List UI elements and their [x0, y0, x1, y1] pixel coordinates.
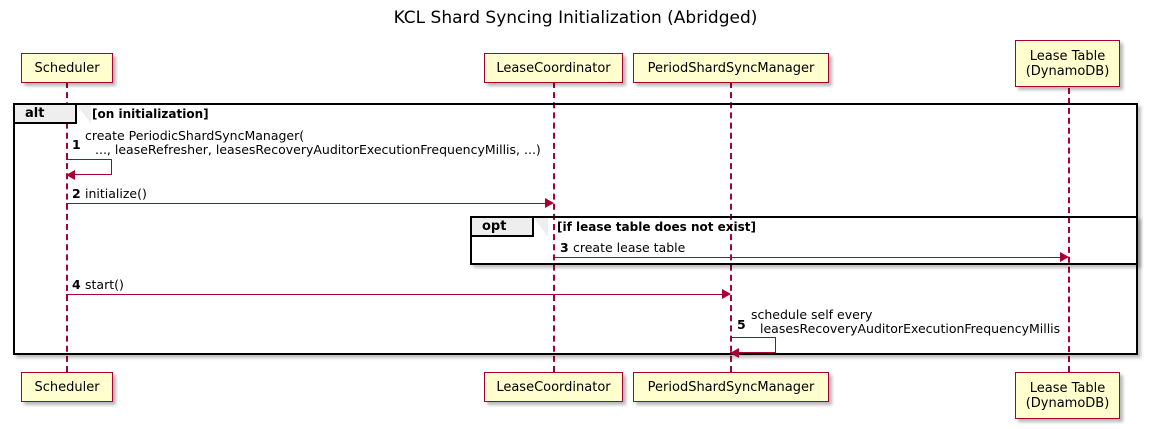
message-4-arrowhead: [722, 289, 731, 299]
message-4-text: start(): [85, 277, 124, 292]
lifeline-scheduler: [66, 82, 68, 372]
message-2-number: 2: [72, 186, 81, 201]
fragment-opt-tab-notch-edge: [533, 217, 550, 238]
participant-label: LeaseCoordinator: [496, 60, 611, 76]
fragment-alt-keyword: alt: [25, 106, 45, 121]
message-3-arrowhead: [1060, 252, 1069, 262]
fragment-opt-keyword-tab: opt: [472, 218, 534, 237]
participant-label-line2: (DynamoDB): [1025, 63, 1110, 79]
participant-periodshardsyncmanager-top[interactable]: PeriodShardSyncManager: [633, 53, 829, 83]
message-1-number: 1: [72, 137, 81, 152]
message-3-line: [554, 257, 1060, 258]
lifeline-leasecoordinator: [553, 82, 555, 372]
fragment-opt-tab-notch: [534, 218, 548, 237]
participant-label: Scheduler: [34, 60, 100, 76]
participant-label-line2: (DynamoDB): [1025, 395, 1110, 411]
message-5-text-line1: schedule self every: [751, 307, 873, 322]
message-2-text: initialize(): [85, 186, 147, 201]
fragment-alt-tab-notch-edge: [76, 104, 93, 125]
fragment-opt-condition: [if lease table does not exist]: [557, 220, 757, 234]
participant-label-line1: Lease Table: [1029, 48, 1106, 64]
participant-label: LeaseCoordinator: [496, 379, 611, 395]
message-3-text: create lease table: [573, 240, 686, 255]
message-1-text-line2: ..., leaseRefresher, leasesRecoveryAudit…: [95, 142, 541, 157]
message-5-number: 5: [737, 317, 746, 332]
participant-label: Scheduler: [34, 379, 100, 395]
participant-scheduler-bottom[interactable]: Scheduler: [21, 372, 113, 402]
fragment-alt-keyword-tab: alt: [15, 105, 77, 124]
participant-label-line1: Lease Table: [1029, 380, 1106, 396]
participant-leasetable-bottom[interactable]: Lease Table (DynamoDB): [1015, 372, 1120, 419]
fragment-alt-condition: [on initialization]: [92, 107, 209, 121]
message-2-line: [66, 203, 545, 204]
participant-leasecoordinator-top[interactable]: LeaseCoordinator: [484, 53, 623, 83]
participant-label: PeriodShardSyncManager: [647, 60, 815, 76]
diagram-title: KCL Shard Syncing Initialization (Abridg…: [393, 8, 758, 28]
participant-label: PeriodShardSyncManager: [647, 379, 815, 395]
participant-periodshardsyncmanager-bottom[interactable]: PeriodShardSyncManager: [633, 372, 829, 402]
message-2-arrowhead: [545, 198, 554, 208]
message-1-self-loop: [66, 159, 112, 175]
lifeline-leasetable: [1068, 88, 1070, 372]
message-3-number: 3: [560, 240, 569, 255]
fragment-opt: [470, 216, 1138, 265]
participant-leasetable-top[interactable]: Lease Table (DynamoDB): [1015, 40, 1120, 87]
fragment-alt-tab-notch: [77, 105, 91, 124]
message-4-number: 4: [72, 277, 81, 292]
participant-scheduler-top[interactable]: Scheduler: [21, 53, 113, 83]
message-5-self-loop: [730, 337, 776, 353]
participant-leasecoordinator-bottom[interactable]: LeaseCoordinator: [484, 372, 623, 402]
message-1-arrowhead: [66, 170, 75, 180]
message-5-arrowhead: [730, 348, 739, 358]
lifeline-periodshardsyncmanager: [730, 82, 732, 372]
fragment-opt-keyword: opt: [482, 219, 507, 234]
message-1-text-line1: create PeriodicShardSyncManager(: [85, 128, 305, 143]
message-4-line: [66, 294, 722, 295]
message-5-text-line2: leasesRecoveryAuditorExecutionFrequencyM…: [760, 321, 1061, 336]
